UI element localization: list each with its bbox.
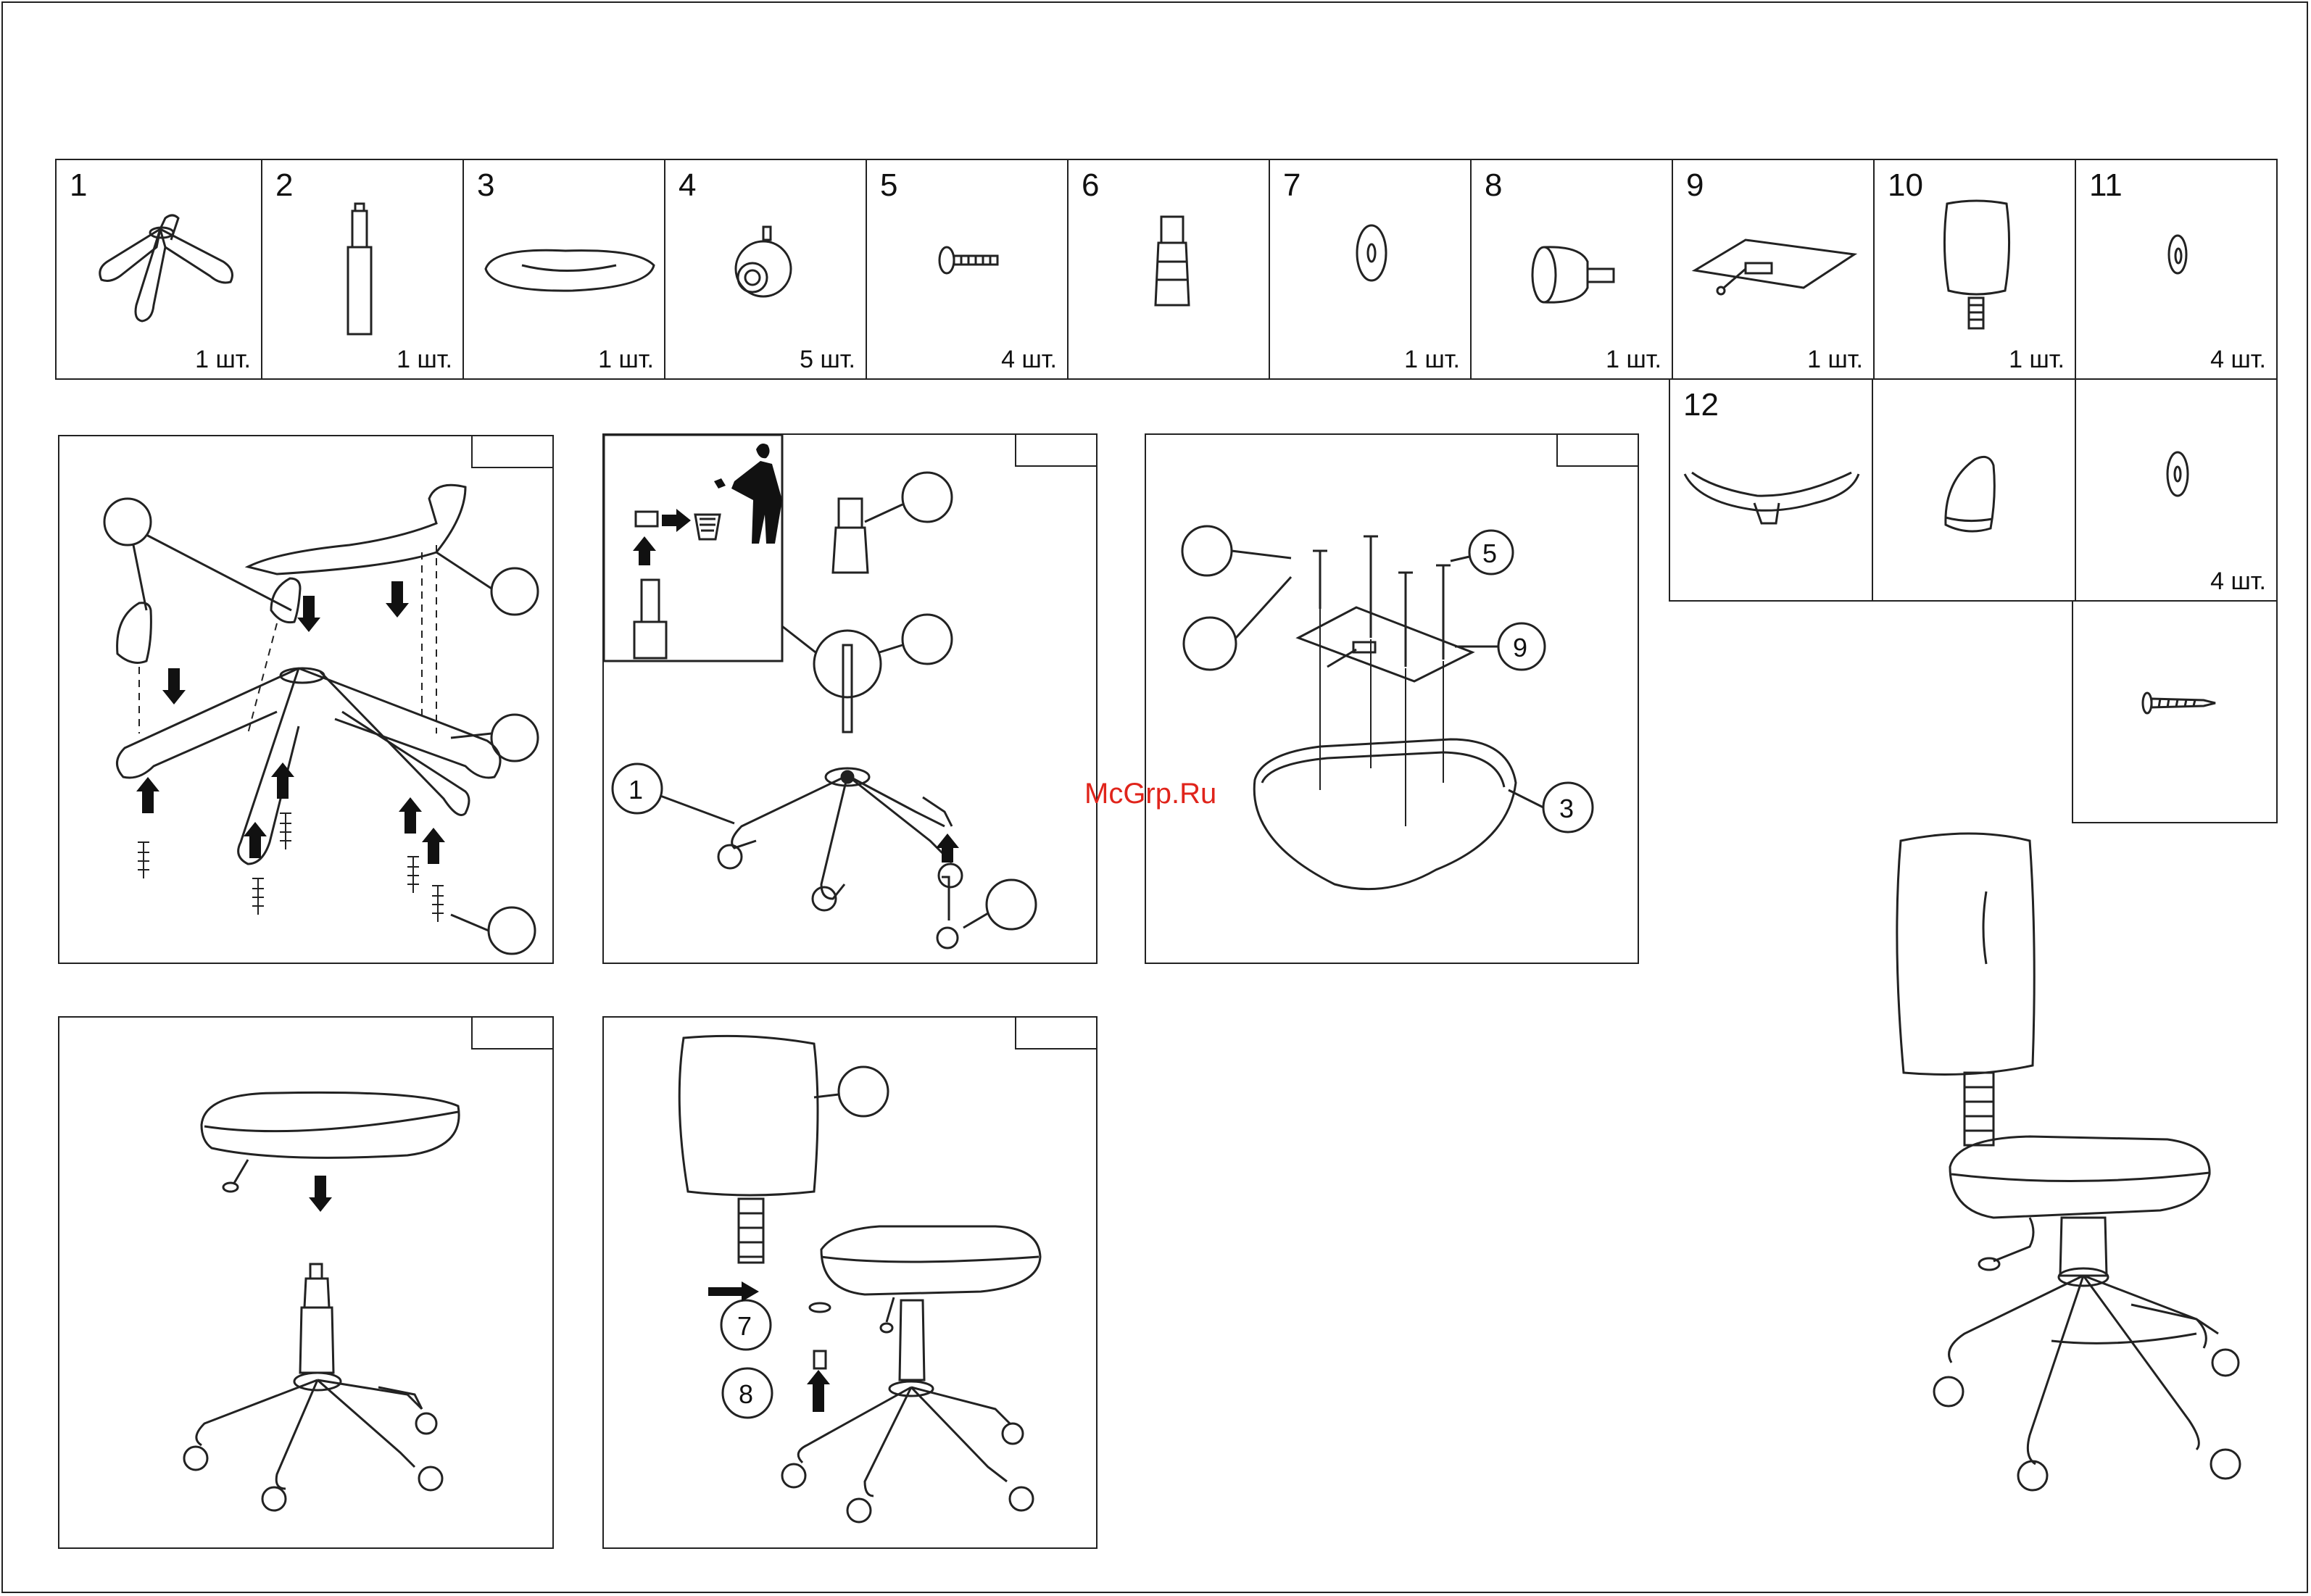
- part-quantity: 5 шт.: [800, 346, 855, 374]
- part-quantity: 1 шт.: [1606, 346, 1661, 374]
- part-quantity: 1 шт.: [195, 346, 251, 374]
- part-cell-4: 4 5 шт.: [664, 159, 867, 380]
- lift-insertion-illustration: 1: [604, 435, 1099, 965]
- part-quantity: 1 шт.: [2009, 346, 2065, 374]
- part-cell-6: 6: [1067, 159, 1270, 380]
- step-box-1: [58, 435, 554, 964]
- part-quantity: 4 шт.: [2210, 346, 2266, 374]
- base-assembly-illustration: [59, 436, 555, 965]
- cap-icon: [1873, 380, 2078, 603]
- part-cell-7: 7 1 шт.: [1269, 159, 1472, 380]
- part-cell-8: 8 1 шт.: [1470, 159, 1673, 380]
- callout-number: 3: [1559, 794, 1574, 823]
- step-box-3: 5 9 3: [1145, 433, 1639, 964]
- part-quantity: 4 шт.: [1001, 346, 1057, 374]
- part-cell-2: 2 1 шт.: [261, 159, 464, 380]
- callout-number: 9: [1513, 633, 1527, 662]
- step-box-4: [58, 1016, 554, 1549]
- part-quantity: 1 шт.: [1404, 346, 1460, 374]
- part-cell-5: 5 4 шт.: [866, 159, 1069, 380]
- callout-number: 1: [628, 775, 643, 805]
- screw-icon: [2073, 602, 2279, 825]
- step-box-2: 1: [602, 433, 1098, 964]
- part-quantity: 4 шт.: [2210, 568, 2266, 596]
- part-cell-cap: [1872, 378, 2076, 602]
- part-cell-10: 10 1 шт.: [1873, 159, 2076, 380]
- seat-mount-illustration: [59, 1018, 555, 1550]
- part-cell-9: 9 1 шт.: [1672, 159, 1875, 380]
- part-cell-3: 3 1 шт.: [462, 159, 665, 380]
- watermark: McGrp.Ru: [1084, 778, 1216, 810]
- part-quantity: 1 шт.: [397, 346, 452, 374]
- callout-number: 5: [1482, 539, 1497, 568]
- part-cell-12: 12: [1669, 378, 1873, 602]
- part-cell-screw: [2072, 600, 2278, 823]
- assembled-chair: [1856, 826, 2262, 1566]
- lift-cover-icon: [1069, 160, 1271, 381]
- callout-number: 7: [737, 1311, 752, 1341]
- seat-plate-illustration: 5 9 3: [1146, 435, 1640, 965]
- part-cell-1: 1 1 шт.: [55, 159, 262, 380]
- footrest-ring-icon: [1670, 380, 1875, 603]
- part-cell-flat-washer: 4 шт.: [2075, 378, 2278, 602]
- callout-number: 8: [739, 1379, 753, 1409]
- assembled-chair-illustration: [1856, 826, 2262, 1566]
- backrest-install-illustration: 7 8: [604, 1018, 1099, 1550]
- part-cell-11: 11 4 шт.: [2075, 159, 2278, 380]
- part-quantity: 1 шт.: [1807, 346, 1863, 374]
- part-quantity: 1 шт.: [598, 346, 654, 374]
- step-box-5: 7 8: [602, 1016, 1098, 1549]
